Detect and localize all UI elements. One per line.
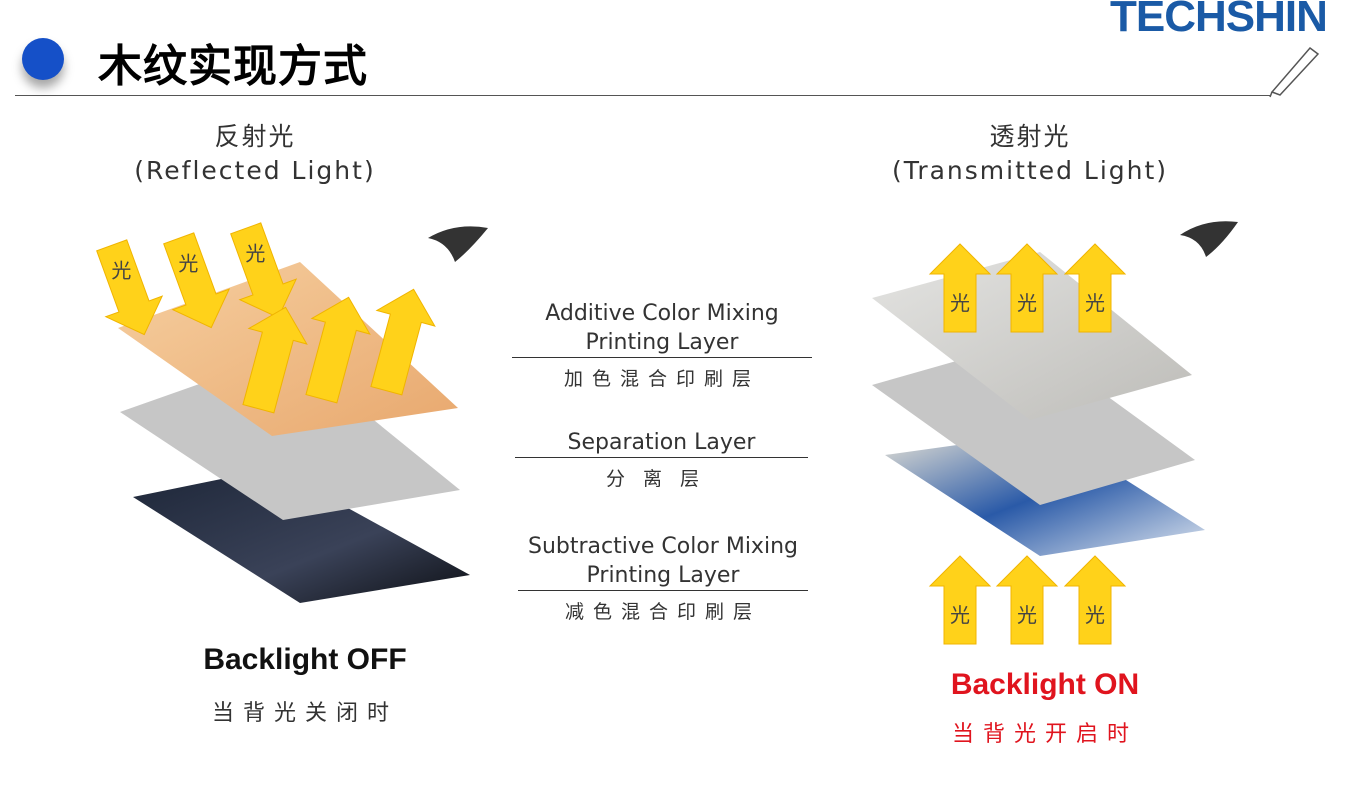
layer-en: Separation Layer [567,430,756,455]
left-title-cn: 反射光 [214,122,296,151]
logo: TECHSHIN [1110,0,1328,41]
layer-label-additive: Additive Color Mixing Printing Layer 加色混… [512,299,812,391]
light-arrow: 光 [1063,243,1127,333]
arrow-label: 光 [1017,603,1037,627]
divider [512,357,812,358]
layer-en: Printing Layer [586,563,740,588]
arrow-label: 光 [1085,291,1105,315]
light-arrow [242,306,308,414]
eye-icon [428,226,488,262]
light-arrow: 光 [230,222,298,319]
backlight-on-cn: 当背光开启时 [951,722,1138,747]
light-arrow [370,288,436,396]
arrow-label: 光 [950,291,970,315]
layer-en: Subtractive Color Mixing [528,534,798,559]
backlight-off-cn: 当背光关闭时 [211,701,398,726]
light-arrow: 光 [995,555,1059,645]
left-title-en: (Reflected Light) [134,156,376,185]
separation-layer-right [872,340,1195,505]
backlight-on-label: Backlight ON [950,668,1140,701]
divider [518,590,808,591]
eye-icon [1180,221,1238,257]
layer-label-subtractive: Subtractive Color Mixing Printing Layer … [518,532,808,624]
left-title: 反射光 (Reflected Light) [100,120,410,188]
light-arrow: 光 [928,243,992,333]
separation-layer-left [120,352,460,520]
right-title-en: (Transmitted Light) [891,156,1169,185]
light-arrow: 光 [995,243,1059,333]
backlight-off-label: Backlight OFF [203,643,407,676]
layer-cn: 分离层 [605,468,717,490]
light-arrow: 光 [1063,555,1127,645]
layer-cn: 加色混合印刷层 [563,368,760,390]
divider [515,457,808,458]
layer-en: Additive Color Mixing [545,301,779,326]
arrow-label: 光 [1085,603,1105,627]
page-title: 木纹实现方式 [98,41,368,92]
light-arrow: 光 [96,239,164,336]
light-arrow [305,296,371,404]
title-bullet [22,38,64,80]
layer-label-separation: Separation Layer 分离层 [515,428,808,491]
layer-cn: 减色混合印刷层 [564,601,761,623]
layer-en: Printing Layer [585,330,739,355]
right-title: 透射光 (Transmitted Light) [860,120,1200,188]
arrow-label: 光 [950,603,970,627]
title-divider [15,95,1270,96]
light-arrow: 光 [163,232,231,329]
right-title-cn: 透射光 [989,122,1071,151]
light-arrow: 光 [928,555,992,645]
pen-icon [1269,46,1320,98]
arrow-label: 光 [245,242,265,266]
wave-layer-left [133,468,470,603]
arrow-label: 光 [178,252,198,276]
arrow-label: 光 [111,259,131,283]
arrow-label: 光 [1017,291,1037,315]
